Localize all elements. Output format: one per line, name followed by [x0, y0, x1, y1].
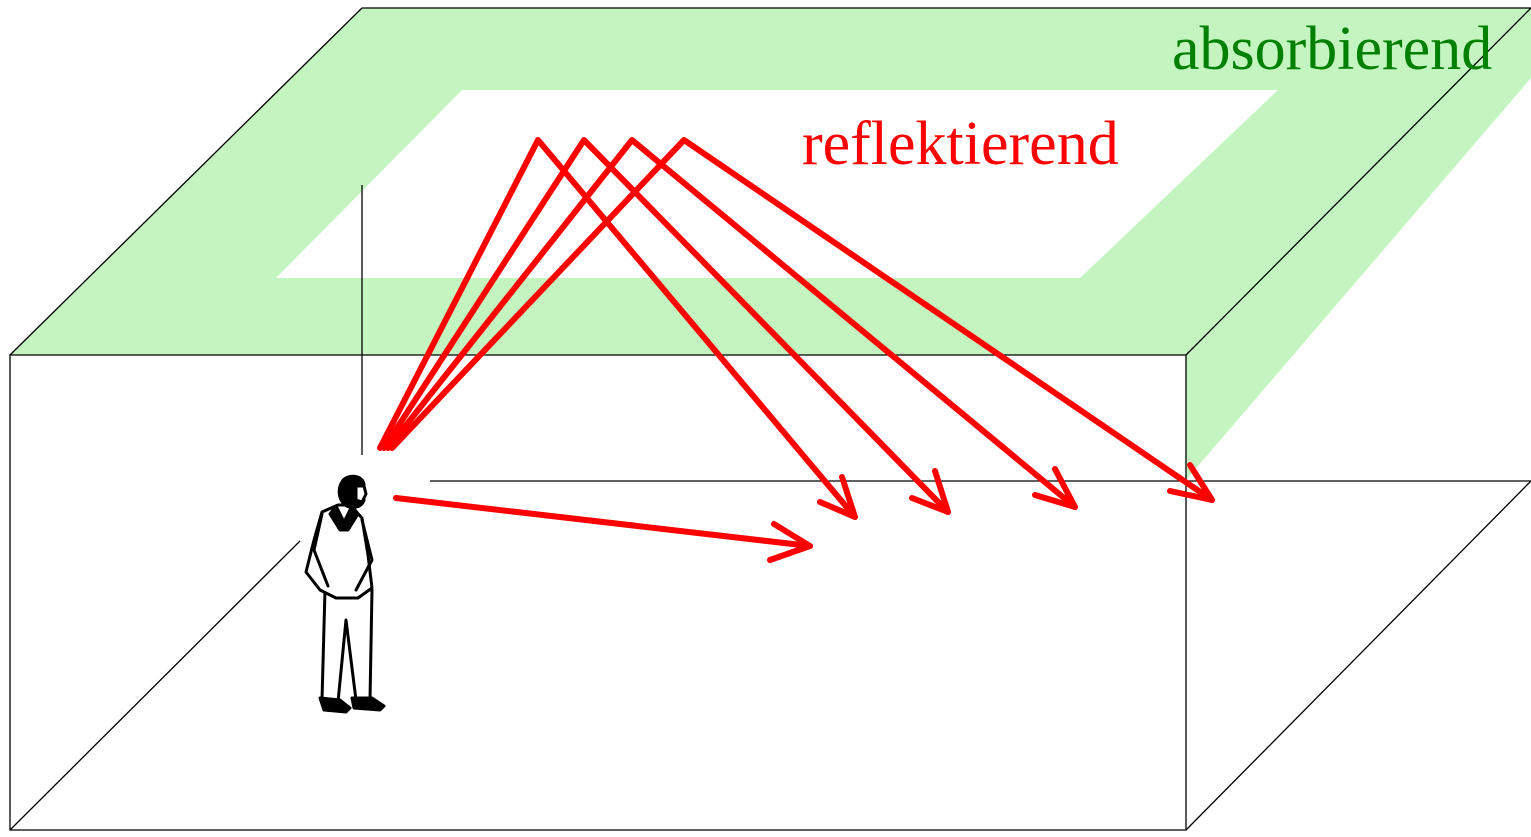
standing-person-icon — [304, 474, 386, 714]
reflecting-label: reflektierend — [802, 110, 1119, 178]
person-legs — [320, 588, 374, 704]
person-arms — [312, 512, 374, 592]
reflected-rays — [377, 137, 1215, 520]
ceiling-right-edge — [1185, 7, 1531, 356]
direct-ray-head — [767, 521, 813, 563]
reflected-ray-2 — [381, 137, 951, 515]
reflected-ray-3-head — [1032, 466, 1078, 510]
reflected-ray-1 — [377, 137, 858, 520]
reflected-ray-4 — [389, 137, 1215, 503]
reflected-ray-1-head — [817, 474, 858, 520]
person-collar — [328, 504, 360, 532]
reflected-ray-3 — [385, 137, 1078, 510]
person-shoes — [318, 696, 386, 714]
reflected-ray-4-head — [1167, 462, 1215, 503]
floor-right-edge — [1185, 480, 1531, 831]
direct-ray — [393, 495, 813, 563]
reflected-ray-2-head — [909, 468, 951, 515]
person-face — [354, 484, 368, 504]
absorbing-ceiling-border — [10, 8, 1531, 480]
absorbing-label: absorbierend — [1172, 15, 1493, 83]
direct-ray-line — [393, 495, 813, 549]
front-wall — [9, 354, 1187, 831]
floor-left-edge — [9, 540, 301, 831]
ceiling-left-edge — [9, 7, 363, 356]
